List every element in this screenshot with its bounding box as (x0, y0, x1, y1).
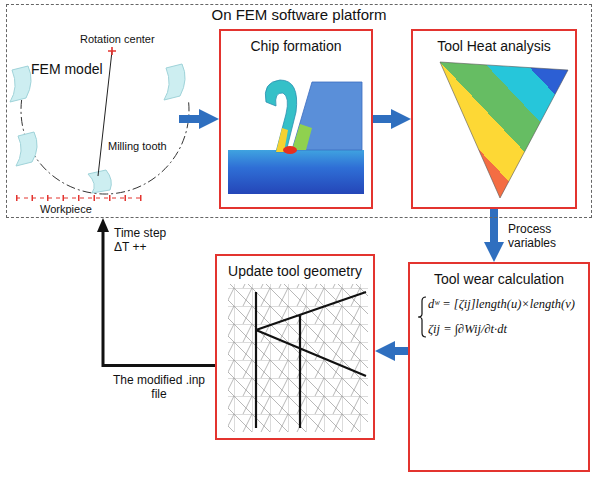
tool-contour (292, 82, 362, 150)
flow-arrow (179, 115, 207, 123)
edge-label: The modified .inp file (111, 373, 207, 402)
node-title: Update tool geometry (228, 263, 362, 279)
tool-warm-zone (292, 124, 312, 150)
node-title: Chip formation (250, 38, 341, 54)
flow-arrow (490, 209, 498, 250)
tool-mesh (228, 284, 368, 432)
node-title: Tool Heat analysis (437, 38, 551, 54)
chip-contour (265, 80, 296, 152)
process-box: Tool wear calculation dʷ = [ζij]length(u)… (408, 262, 590, 472)
mesh-edge (256, 292, 366, 428)
milling-tooth-shape (16, 132, 37, 166)
rotation-center-mark (108, 47, 116, 55)
chip-formation-sketch (228, 80, 364, 194)
tool-heat-triangle (440, 62, 568, 198)
node-title: On FEM software platform (211, 6, 386, 23)
process-box: Tool Heat analysis (411, 29, 577, 209)
workpiece-line (16, 198, 142, 199)
process-box: Chip formation (219, 29, 373, 209)
milling-tooth-shape (10, 66, 31, 102)
workpiece-contour (228, 150, 364, 194)
formula-text: dʷ = [ζij]length(u)×length(v) (428, 297, 575, 312)
annotation-label: Workpiece (40, 203, 110, 216)
annotation-label: Time step ΔT ++ (114, 226, 180, 255)
node-title: Tool wear calculation (434, 271, 564, 287)
fem-model-sketch (10, 47, 189, 198)
mesh-grid (228, 284, 368, 432)
flow-arrow (387, 347, 408, 355)
formula-text: ζij = ∫∂Wij/∂t·dt (428, 322, 507, 337)
edge-label: Process variables (508, 222, 580, 251)
node-title: FEM model (31, 61, 103, 77)
hot-spot (283, 146, 297, 154)
milling-tooth-shape (88, 170, 111, 193)
workpiece-marks (16, 195, 142, 201)
process-box: Update tool geometry (215, 254, 375, 440)
annotation-label: Rotation center (80, 33, 170, 46)
feedback-arrow (103, 226, 215, 366)
annotation-label: Milling tooth (108, 140, 174, 153)
milling-tooth-shape (164, 64, 185, 100)
formula-brace (418, 297, 426, 337)
flow-arrow (373, 115, 399, 123)
model-region: FEM model (11, 27, 179, 213)
